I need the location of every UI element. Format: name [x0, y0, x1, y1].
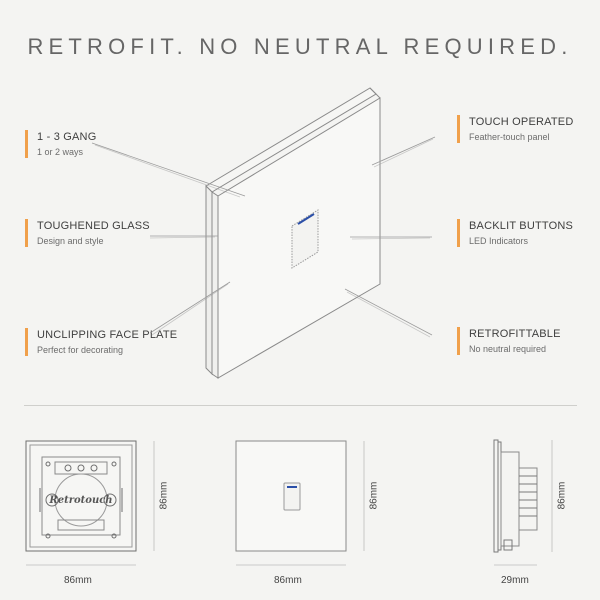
feature-unclipping-face-plate: UNCLIPPING FACE PLATE Perfect for decora…: [25, 328, 177, 356]
feature-subtitle: 1 or 2 ways: [37, 147, 84, 157]
front-view: [235, 440, 347, 552]
front-view-dimension-lines: [236, 441, 365, 566]
switch-side-face: [205, 184, 213, 376]
feature-subtitle: Feather-touch panel: [469, 132, 550, 142]
feature-title: TOUGHENED GLASS: [37, 220, 150, 232]
feature-touch-operated: TOUCH OPERATED Feather-touch panel: [457, 115, 573, 143]
front-height-label: 86mm: [368, 481, 380, 510]
feature-toughened-glass: TOUGHENED GLASS Design and style: [25, 219, 150, 247]
feature-title: 1 - 3 GANG: [37, 131, 97, 143]
leader-touch-operated: [371, 136, 436, 166]
feature-subtitle: Design and style: [37, 236, 104, 246]
back-height-label: 86mm: [158, 481, 170, 510]
feature-gang: 1 - 3 GANG 1 or 2 ways: [25, 130, 96, 158]
side-depth-label: 29mm: [501, 575, 529, 586]
leader-gang: [91, 142, 246, 197]
front-width-label: 86mm: [274, 575, 302, 586]
feature-subtitle: LED Indicators: [469, 236, 529, 246]
feature-title: TOUCH OPERATED: [469, 116, 574, 128]
side-view-dimension-lines: [494, 440, 553, 566]
side-height-label: 86mm: [556, 481, 568, 510]
switch-panel-perspective: [205, 87, 381, 379]
feature-title: BACKLIT BUTTONS: [469, 220, 574, 232]
feature-backlit-buttons: BACKLIT BUTTONS LED Indicators: [457, 219, 573, 247]
feature-retrofittable: RETROFITTABLE No neutral required: [457, 327, 561, 355]
feature-subtitle: No neutral required: [469, 344, 547, 354]
back-view-dimension-lines: [26, 441, 155, 566]
leader-face-plate: [149, 281, 231, 334]
back-width-label: 86mm: [64, 575, 92, 586]
back-view: [25, 440, 137, 552]
side-view: [493, 439, 538, 553]
leader-retrofittable: [344, 288, 433, 336]
switch-side-face-inner: [211, 191, 219, 379]
feature-title: UNCLIPPING FACE PLATE: [37, 329, 178, 341]
feature-subtitle: Perfect for decorating: [37, 345, 124, 355]
led-indicator: [297, 213, 315, 225]
leader-lines: [91, 136, 436, 338]
section-divider: [24, 405, 577, 406]
feature-title: RETROFITTABLE: [469, 328, 561, 340]
brand-mark: Retrotouch: [48, 495, 112, 506]
headline: RETROFIT. NO NEUTRAL REQUIRED.: [27, 34, 573, 59]
